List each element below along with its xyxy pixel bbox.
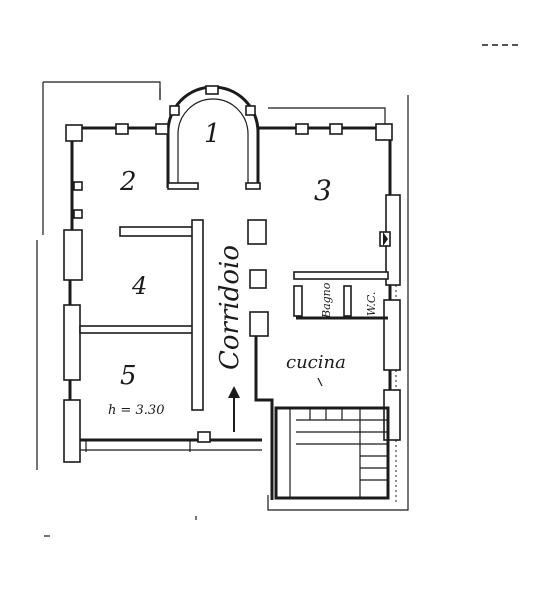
entrance-arrow xyxy=(228,386,240,432)
apse xyxy=(166,85,261,190)
exterior-walls xyxy=(63,123,401,463)
wc-label: W.C. xyxy=(365,292,378,316)
room-number-2: 2 xyxy=(119,167,137,197)
wall-openings xyxy=(85,231,391,452)
bathroom-label: Bagno xyxy=(320,282,333,319)
room-number-3: 3 xyxy=(314,174,332,207)
stray-mark xyxy=(317,377,323,387)
interior-walls xyxy=(79,219,389,500)
staircase xyxy=(274,406,390,500)
room-number-4: 4 xyxy=(131,272,147,300)
kitchen-label: cucina xyxy=(286,352,346,373)
room-number-5: 5 xyxy=(120,361,137,391)
ceiling-height-label: h = 3.30 xyxy=(108,403,164,418)
room-number-1: 1 xyxy=(204,119,221,149)
terrace-outline xyxy=(36,81,409,511)
corridor-label: Corridoio xyxy=(215,245,245,370)
